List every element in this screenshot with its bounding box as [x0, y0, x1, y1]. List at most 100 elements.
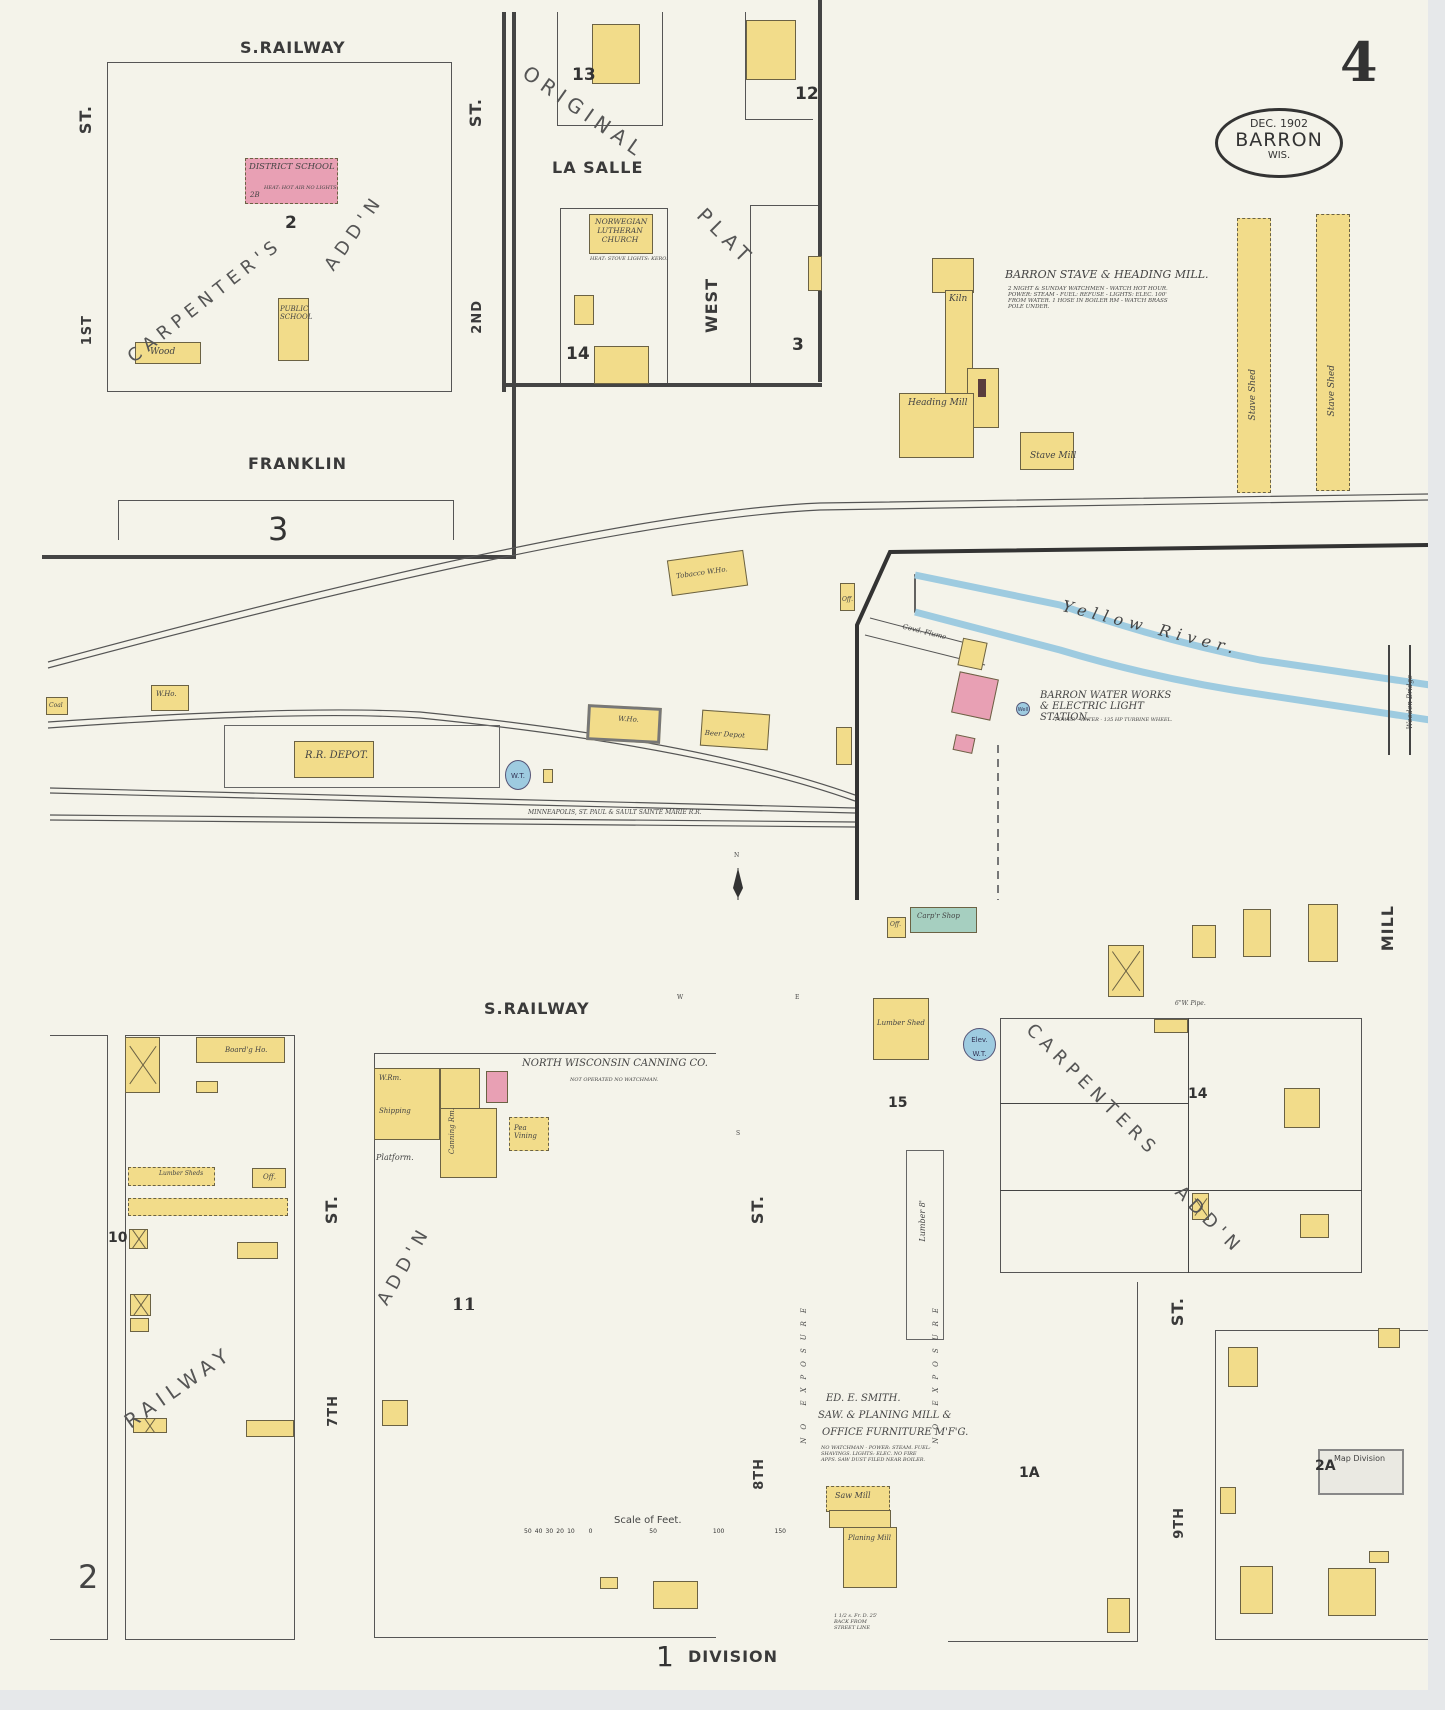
- stave-mill[interactable]: Stave Mill: [1020, 432, 1076, 470]
- carpenter-shop[interactable]: Carp'r Shop: [910, 907, 977, 933]
- canning-room[interactable]: Canning Rm.: [440, 1068, 497, 1178]
- block-number-2: 2: [285, 213, 297, 233]
- stave-mill-notes: 2 NIGHT & SUNDAY WATCHMEN - WATCH HOT HO…: [1008, 286, 1168, 310]
- dwelling-lot-9[interactable]: [237, 1242, 278, 1259]
- dwelling-lot-313[interactable]: [1107, 1598, 1130, 1633]
- canning-boiler-house[interactable]: [486, 1071, 508, 1103]
- canning-shipping[interactable]: W.Rm. Shipping: [374, 1068, 440, 1140]
- norwegian-lutheran-church[interactable]: NORWEGIAN LUTHERAN CHURCH: [589, 214, 653, 254]
- lumber-yard: [906, 1150, 944, 1340]
- lumber-shed[interactable]: Lumber Shed: [873, 998, 929, 1060]
- block-12-outline: [745, 12, 813, 120]
- warehouse-m[interactable]: W.Ho.: [586, 704, 662, 744]
- sheds-lot-1[interactable]: [1154, 1019, 1188, 1033]
- adjacent-sheet-1: 1: [656, 1640, 674, 1673]
- shed-lot-12[interactable]: [130, 1318, 149, 1332]
- church-note: HEAT: STOVE LIGHTS: KERO.: [590, 256, 668, 262]
- office-j[interactable]: Off.: [887, 917, 906, 938]
- shed-lot-304[interactable]: [600, 1577, 618, 1589]
- stave-shed-a[interactable]: Stave Shed: [1316, 214, 1350, 491]
- shed-lot-2[interactable]: [196, 1081, 218, 1093]
- title-cartouche: DEC. 1902 BARRON WIS.: [1215, 108, 1343, 178]
- shed-lot-11[interactable]: [130, 1294, 151, 1316]
- shed-2a-bottom[interactable]: [1369, 1551, 1389, 1563]
- map-sheet: 4 DEC. 1902 BARRON WIS. S.RAILWAY ST. 1S…: [0, 0, 1428, 1690]
- lumber-shed-2[interactable]: [128, 1198, 288, 1216]
- pea-vining[interactable]: Pea Vining: [509, 1117, 549, 1151]
- shed-lot-1[interactable]: [125, 1037, 160, 1093]
- dwelling-block-12[interactable]: [746, 20, 796, 80]
- dwelling-2a-top[interactable]: [1228, 1347, 1258, 1387]
- dwelling-2a-bottom-right[interactable]: [1328, 1568, 1376, 1616]
- street-7th: 7TH: [326, 1395, 341, 1427]
- block-14-bottom-outline: [1000, 1018, 1362, 1273]
- saw-mill-boiler[interactable]: [829, 1510, 891, 1528]
- plat-boundary-bottom: [502, 383, 822, 387]
- elevated-water-tank[interactable]: Elev. W.T.: [963, 1028, 996, 1061]
- street-8th-st-suffix: ST.: [748, 1195, 767, 1225]
- block-2-outline: [107, 62, 452, 392]
- heading-mill[interactable]: Heading Mill: [899, 393, 974, 458]
- stave-shed-b[interactable]: Stave Shed: [1237, 218, 1271, 493]
- shed-lot-15[interactable]: [133, 1418, 167, 1433]
- adjacent-sheet-3-box: [118, 500, 454, 540]
- water-works-building[interactable]: [951, 671, 999, 721]
- public-school[interactable]: PUBLIC SCHOOL: [278, 298, 312, 361]
- pipe-label: 6"W. Pipe.: [1175, 1000, 1206, 1007]
- sheds-2a-mid[interactable]: [1220, 1487, 1236, 1514]
- no-exposure-right: NO EXPOSURE: [932, 1300, 940, 1444]
- office-lot-6[interactable]: Off.: [252, 1168, 286, 1188]
- block-1a-outline: [948, 1282, 1138, 1642]
- dwelling-c[interactable]: [1192, 925, 1216, 958]
- shed-lot-8[interactable]: [129, 1229, 148, 1249]
- bridge-rail-2: [1409, 645, 1411, 755]
- wood-shed[interactable]: Wood: [135, 342, 201, 364]
- block-14-divider-v: [1188, 1018, 1189, 1273]
- well[interactable]: Well: [1016, 702, 1030, 716]
- dwelling-lot-2[interactable]: [1284, 1088, 1320, 1128]
- dwelling-block-14[interactable]: [594, 346, 649, 384]
- smith-notes: NO WATCHMAN - POWER: STEAM. FUEL: SHAVIN…: [821, 1445, 931, 1463]
- street-mill: MILL: [1378, 905, 1397, 952]
- lumber-shed-1[interactable]: Lumber Sheds: [128, 1167, 215, 1186]
- cartouche-state: WIS.: [1267, 150, 1291, 161]
- platform-label: Platform.: [376, 1153, 414, 1162]
- district-school[interactable]: DISTRICT SCHOOL HEAT: HOT AIR NO LIGHTS …: [245, 158, 338, 204]
- dwelling-block-3[interactable]: [808, 256, 822, 291]
- dwelling-b[interactable]: [1243, 909, 1271, 957]
- planing-mill[interactable]: Planing Mill: [843, 1527, 897, 1588]
- block-14-divider-h1: [1000, 1103, 1188, 1104]
- shed-a[interactable]: [1108, 945, 1144, 997]
- dwelling-block-13[interactable]: [592, 24, 640, 84]
- dwelling-2a-bottom-left[interactable]: [1240, 1566, 1273, 1614]
- dwelling-lot-16[interactable]: [246, 1420, 294, 1437]
- water-tank[interactable]: W.T.: [505, 760, 531, 790]
- street-8th: 8TH: [752, 1458, 767, 1490]
- coal-shed[interactable]: Coal: [46, 697, 68, 715]
- scale-title: Scale of Feet.: [614, 1515, 682, 1526]
- pump-house[interactable]: [543, 769, 553, 783]
- dwelling-d[interactable]: [1308, 904, 1338, 962]
- shed-2a-top[interactable]: [1378, 1328, 1400, 1348]
- canning-note: NOT OPERATED NO WATCHMAN.: [570, 1077, 659, 1083]
- block-2a-outline: [1215, 1330, 1428, 1640]
- office-n[interactable]: Off.: [840, 583, 855, 611]
- saw-mill[interactable]: Saw Mill: [826, 1486, 890, 1512]
- stave-mill-north-wing[interactable]: [932, 258, 974, 293]
- warehouse-k[interactable]: W.Ho.: [151, 685, 189, 711]
- rr-depot[interactable]: R.R. DEPOT.: [294, 741, 374, 778]
- stave-mill-title: BARRON STAVE & HEADING MILL.: [1005, 268, 1209, 281]
- shed-lot-3[interactable]: [1192, 1193, 1209, 1220]
- warehouse-o[interactable]: [836, 727, 852, 765]
- plat-boundary-vert: [512, 12, 516, 558]
- beer-depot[interactable]: Beer Depot: [699, 709, 771, 751]
- dwelling-lot-305[interactable]: [653, 1581, 698, 1609]
- boarding-house[interactable]: Board'g Ho.: [196, 1037, 285, 1063]
- dwelling-block-11[interactable]: [382, 1400, 408, 1426]
- dwelling-lot-3[interactable]: [1300, 1214, 1329, 1238]
- boiler-icon: [978, 379, 986, 397]
- cartouche-date: DEC. 1902: [1249, 117, 1309, 130]
- map-division-stamp: Map Division: [1318, 1449, 1404, 1495]
- shed-block-14[interactable]: [574, 295, 594, 325]
- block-number-14-top: 14: [566, 344, 590, 364]
